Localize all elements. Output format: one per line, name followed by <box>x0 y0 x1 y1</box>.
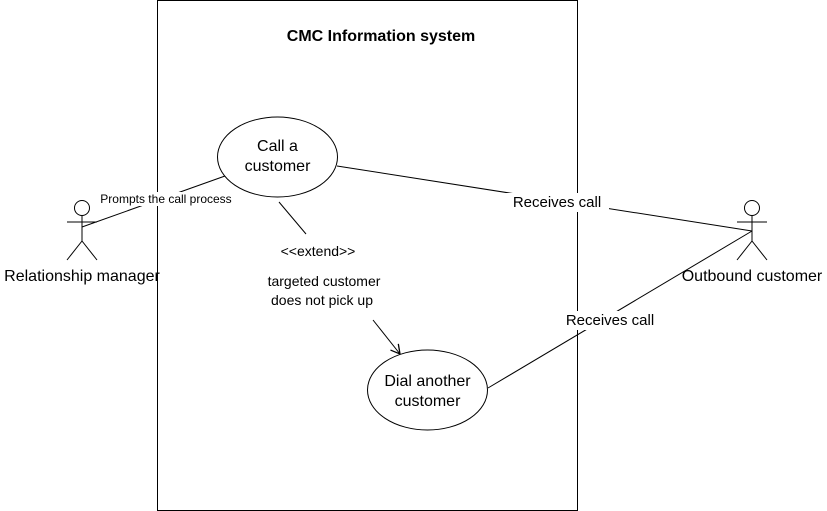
actor-head <box>74 200 90 216</box>
actor-leg-right <box>81 240 98 261</box>
actor-name: Outbound customer <box>682 268 823 285</box>
label-background <box>558 311 662 330</box>
actor-head <box>744 200 760 216</box>
association-label-prompts: Prompts the call process <box>93 192 239 206</box>
use-case-label-line1: Call a <box>257 138 298 155</box>
association-label-text: Receives call <box>513 194 601 211</box>
extend-condition-line2: does not pick up <box>271 292 373 308</box>
label-background <box>93 192 239 206</box>
association-label-receives-call-bottom: Receives call <box>558 311 662 330</box>
association-label-text: Prompts the call process <box>100 192 231 206</box>
use-case-ellipse[interactable] <box>367 349 488 431</box>
association-label-text: Receives call <box>566 312 654 329</box>
system-boundary[interactable] <box>157 0 578 511</box>
label-background <box>505 193 609 212</box>
actor-leg-left <box>66 240 83 261</box>
extend-line-upper[interactable] <box>278 201 307 235</box>
use-case-label-line2: customer <box>395 393 461 410</box>
use-case-label-line2: customer <box>245 158 311 175</box>
actor-leg-right <box>751 240 768 261</box>
association-line-receives-call-bottom[interactable] <box>487 230 753 389</box>
extend-arrow[interactable] <box>372 319 401 356</box>
association-label-receives-call-top: Receives call <box>505 193 609 212</box>
actor-relationship-manager[interactable]: Relationship manager <box>4 200 160 286</box>
system-title: CMC Information system <box>287 28 475 45</box>
use-case-call-a-customer[interactable]: Call a customer <box>217 116 338 198</box>
actor-name: Relationship manager <box>4 268 160 285</box>
use-case-label-line1: Dial another <box>384 373 471 390</box>
extend-stereotype: <<extend>> <box>281 243 356 259</box>
use-case-dial-another-customer[interactable]: Dial another customer <box>367 349 488 431</box>
actor-leg-left <box>736 240 753 261</box>
extend-condition-line1: targeted customer <box>268 273 381 289</box>
actor-outbound-customer[interactable]: Outbound customer <box>682 200 823 286</box>
use-case-ellipse[interactable] <box>217 116 338 198</box>
